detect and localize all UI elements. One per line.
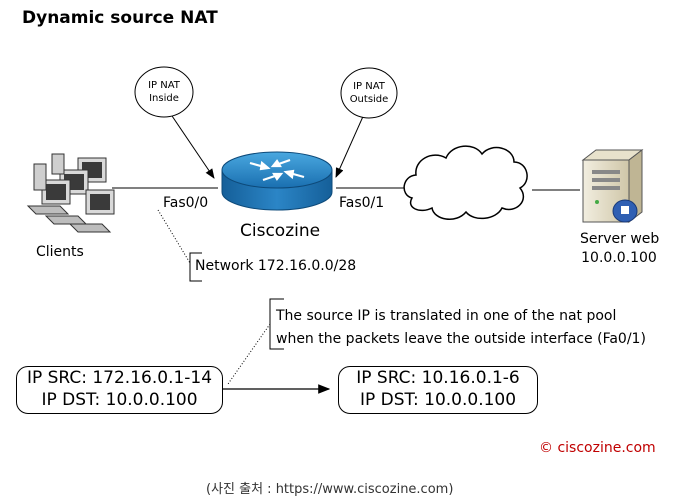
- before-nat-box: IP SRC: 172.16.0.1-14 IP DST: 10.0.0.100: [16, 366, 223, 414]
- before-dst: IP DST: 10.0.0.100: [41, 390, 198, 410]
- router-icon: [221, 151, 333, 211]
- inside-pointer: [167, 109, 215, 179]
- network-label: Network 172.16.0.0/28: [195, 258, 357, 274]
- fas-outside-label: Fas0/1: [339, 195, 385, 211]
- after-dst: IP DST: 10.0.0.100: [359, 390, 517, 410]
- fas-inside-label: Fas0/0: [163, 195, 209, 211]
- server-name-label: Server web: [580, 231, 660, 247]
- outside-callout-line2: Outside: [349, 94, 389, 105]
- translation-note: The source IP is translated in one of th…: [276, 305, 646, 351]
- server-icon: [581, 148, 644, 224]
- outside-pointer: [335, 111, 366, 178]
- diagram-title: Dynamic source NAT: [22, 8, 218, 28]
- copyright-text: © ciscozine.com: [539, 440, 656, 456]
- server-ip-label: 10.0.0.100: [581, 250, 657, 266]
- before-src: IP SRC: 172.16.0.1-14: [26, 368, 213, 388]
- inside-callout-line2: Inside: [149, 93, 179, 104]
- network-bracket: [189, 252, 202, 282]
- inside-callout-line1: IP NAT: [148, 80, 180, 91]
- clients-computers-icon: [26, 153, 115, 233]
- inside-callout-circle: [134, 66, 194, 118]
- after-src: IP SRC: 10.16.0.1-6: [356, 368, 520, 388]
- source-caption: (사진 출처 : https://www.ciscozine.com): [206, 482, 454, 497]
- after-nat-box: IP SRC: 10.16.0.1-6 IP DST: 10.0.0.100: [338, 366, 538, 414]
- outside-callout: IP NAT Outside: [341, 80, 397, 106]
- clients-label: Clients: [36, 244, 84, 260]
- outside-callout-circle: [340, 67, 398, 119]
- router-label: Ciscozine: [240, 221, 321, 241]
- internet-cloud-icon: [403, 145, 528, 220]
- note-dotted-pointer: [227, 323, 271, 385]
- inside-callout: IP NAT Inside: [135, 79, 193, 105]
- translation-note-line2: when the packets leave the outside inter…: [276, 331, 646, 347]
- network-dotted-pointer: [157, 209, 191, 264]
- translation-note-line1: The source IP is translated in one of th…: [276, 308, 617, 324]
- outside-callout-line1: IP NAT: [353, 81, 385, 92]
